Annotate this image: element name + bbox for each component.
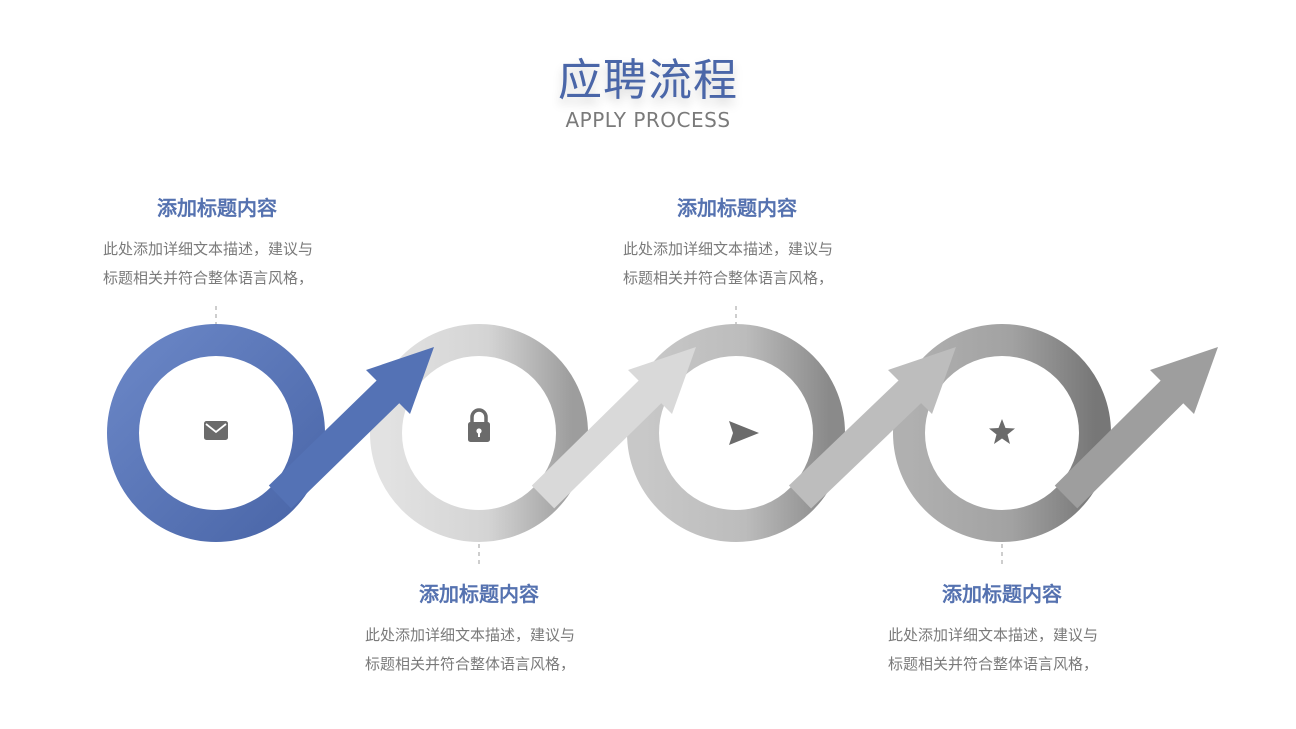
- step-3-description: 此处添加详细文本描述，建议与 标题相关并符合整体语言风格，: [623, 240, 834, 287]
- step-4-arrow-head: [1150, 347, 1218, 414]
- step-4-arrow-shaft: [1054, 372, 1192, 509]
- step-4-ring-arrow: [893, 324, 1218, 542]
- step-3-text: 添加标题内容 此处添加详细文本描述，建议与 标题相关并符合整体语言风格，: [617, 192, 857, 293]
- step-2-ring-arrow: [370, 324, 696, 542]
- step-3-ring-arrow: [627, 324, 956, 542]
- paper-plane-icon: [729, 421, 759, 445]
- envelope-icon: [204, 421, 228, 440]
- step-3-ring: [627, 324, 845, 542]
- step-2-description: 此处添加详细文本描述，建议与 标题相关并符合整体语言风格，: [365, 626, 576, 673]
- step-4-description: 此处添加详细文本描述，建议与 标题相关并符合整体语言风格，: [888, 626, 1099, 673]
- step-2-ring: [370, 324, 588, 542]
- step-2-text: 添加标题内容 此处添加详细文本描述，建议与 标题相关并符合整体语言风格，: [359, 578, 599, 679]
- step-3-arrow-shaft: [788, 372, 930, 509]
- step-2-arrow-shaft: [531, 372, 670, 509]
- step-4-ring: [893, 324, 1111, 542]
- star-icon: [989, 419, 1015, 444]
- step-1-text: 添加标题内容 此处添加详细文本描述，建议与 标题相关并符合整体语言风格，: [97, 192, 337, 293]
- step-2-arrow-head: [628, 347, 696, 414]
- step-2-title: 添加标题内容: [419, 582, 539, 606]
- step-4-text: 添加标题内容 此处添加详细文本描述，建议与 标题相关并符合整体语言风格，: [882, 578, 1122, 679]
- connector-lines: [215, 306, 1003, 566]
- lock-icon: [468, 408, 490, 442]
- step-1-description: 此处添加详细文本描述，建议与 标题相关并符合整体语言风格，: [103, 240, 314, 287]
- step-1-ring-arrow: [107, 324, 434, 542]
- step-4-title: 添加标题内容: [942, 582, 1062, 606]
- step-1-ring: [107, 324, 325, 542]
- step-3-title: 添加标题内容: [677, 196, 797, 220]
- step-3-arrow-head: [888, 347, 956, 414]
- step-1-title: 添加标题内容: [157, 196, 277, 220]
- page-subtitle: APPLY PROCESS: [565, 108, 731, 132]
- step-1-arrow-head: [366, 347, 434, 414]
- step-1-arrow-shaft: [268, 372, 408, 509]
- page-title: 应聘流程: [558, 55, 738, 106]
